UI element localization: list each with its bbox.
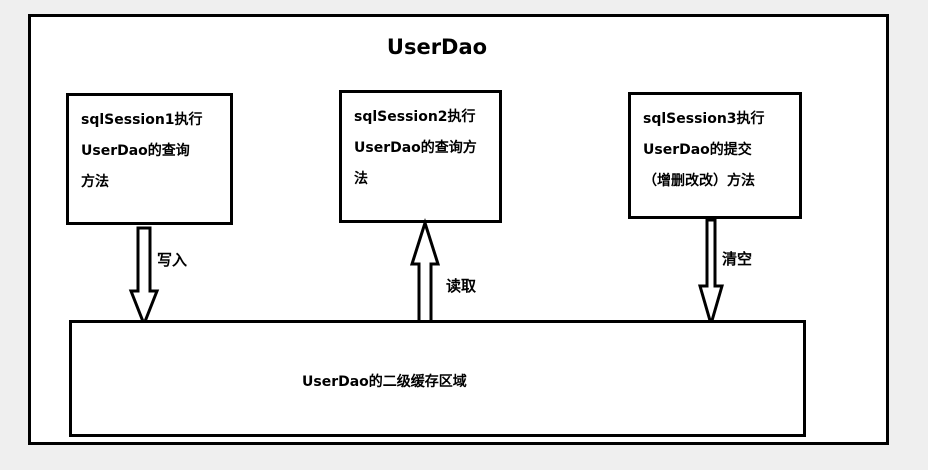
diagram-title: UserDao	[386, 35, 488, 59]
clear-arrow	[698, 218, 724, 330]
sqlsession2-box: sqlSession2执行 UserDao的查询方 法	[339, 90, 502, 223]
write-arrow	[128, 226, 160, 329]
cache-region-box	[69, 320, 806, 437]
sqlsession3-box: sqlSession3执行 UserDao的提交 （增删改改）方法	[628, 92, 802, 219]
clear-label: 清空	[722, 250, 753, 268]
read-label: 读取	[446, 277, 477, 295]
write-label: 写入	[157, 251, 188, 269]
cache-region-label: UserDao的二级缓存区域	[302, 374, 467, 390]
read-arrow	[409, 218, 441, 324]
sqlsession1-box: sqlSession1执行 UserDao的查询 方法	[66, 93, 233, 225]
